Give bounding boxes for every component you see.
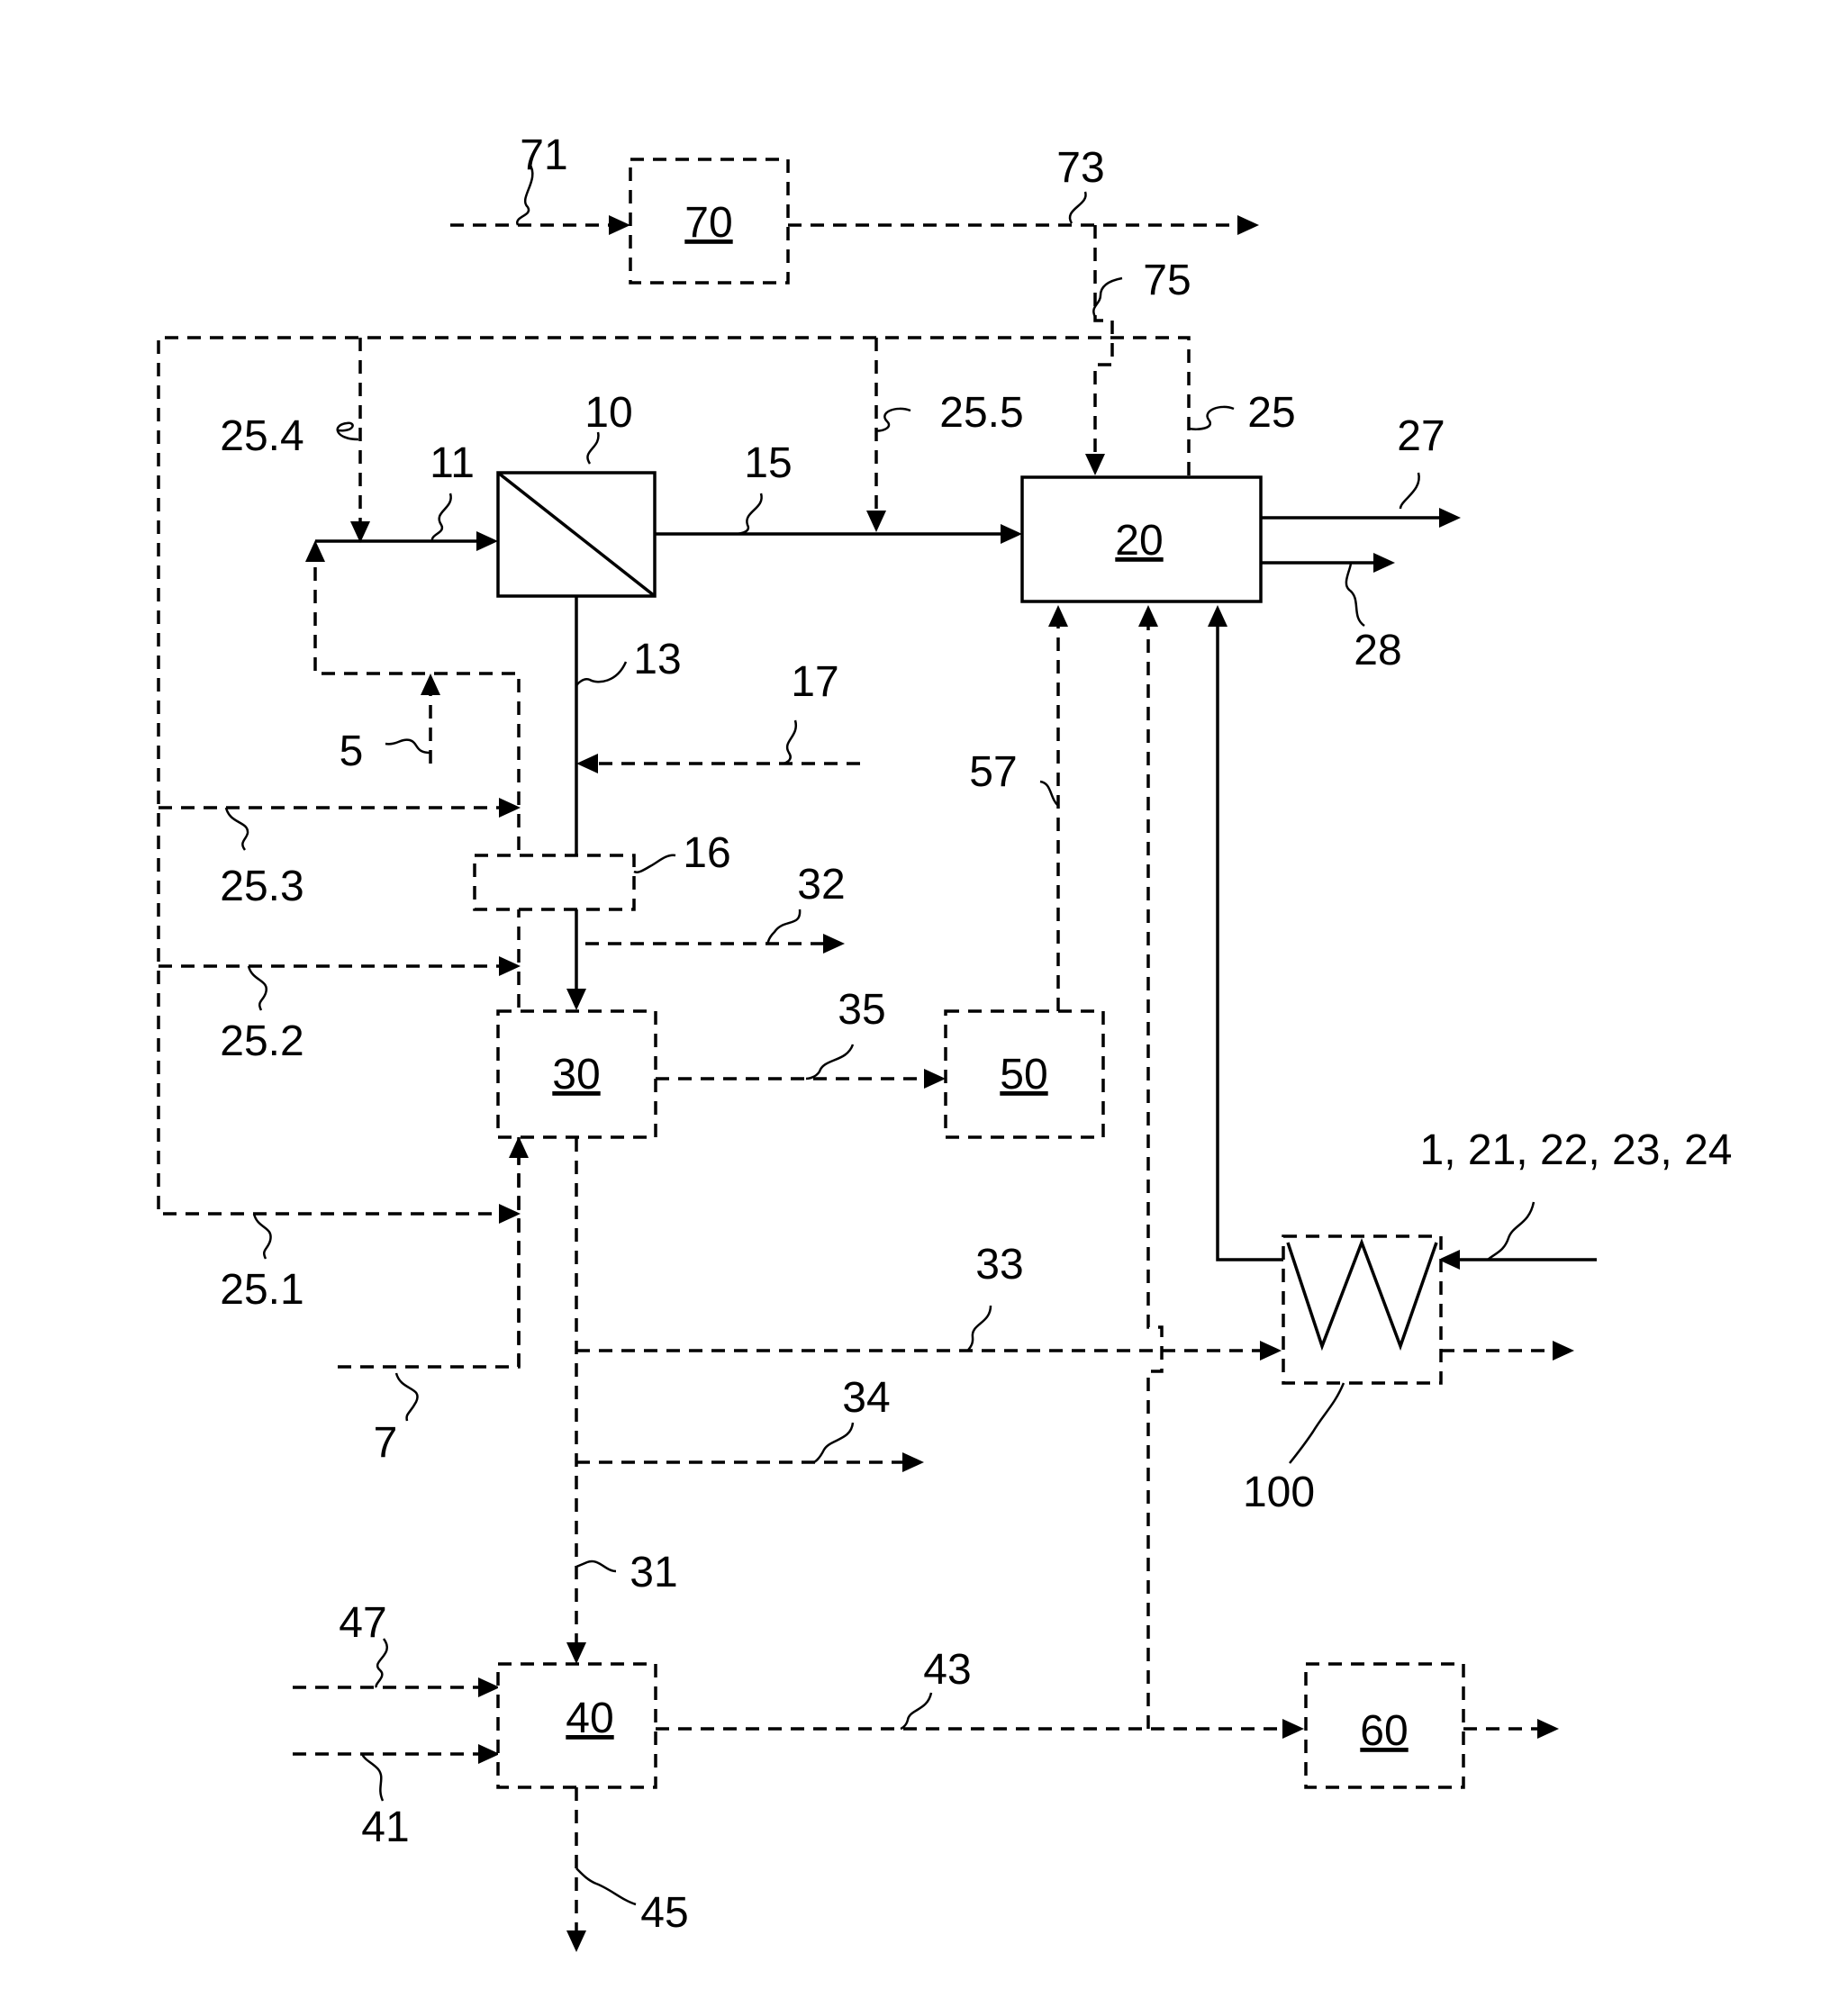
stream-27-line [1261,508,1461,528]
stream-43-label: 43 [923,1646,971,1694]
stream-11-label: 11 [430,439,475,487]
stream-25-3-label: 25.3 [220,863,303,910]
stream-28-line [1261,553,1395,573]
unit-10-membrane [498,473,655,596]
stream-34-label: 34 [842,1374,890,1422]
stream-1-feed-line [1438,1250,1597,1270]
stream-27-label: 27 [1397,412,1445,460]
stream-13-line [566,596,586,1010]
stream-75-label: 75 [1143,257,1191,304]
stream-73-line [788,215,1259,235]
unit-20-label: 20 [1115,517,1163,565]
stream-5-line [421,674,440,764]
stream-34-line [576,1452,924,1472]
stream-11-line [315,531,498,551]
stream-57-line [1048,605,1068,1011]
heated-stream-line [1208,605,1288,1260]
stream-25-3-line [159,798,521,818]
stream-25-2-label: 25.2 [220,1017,303,1065]
stream-75-line [1085,225,1112,475]
unit-60-label: 60 [1360,1707,1408,1755]
unit-16-box [475,855,634,909]
unit-50-label: 50 [1000,1051,1047,1098]
unit-30-label: 30 [552,1051,600,1098]
stream-43-branch-line [1138,605,1162,1729]
stream-17-line [576,754,860,773]
stream-31-line [566,1138,586,1664]
stream-25-5-label: 25.5 [939,389,1023,437]
stream-28-label: 28 [1354,627,1401,674]
stream-43-line [656,1719,1304,1739]
leader-lines [226,164,1534,1904]
stream-16-label: 16 [683,829,730,877]
unit-40-label: 40 [566,1695,613,1742]
stream-31-label: 31 [630,1549,677,1596]
stream-33-line [576,1341,1282,1361]
stream-33-label: 33 [975,1241,1023,1288]
stream-7-line [509,1136,529,1367]
stream-7-label: 7 [374,1419,398,1467]
stream-41-line [293,1744,500,1764]
unit-100-label: 100 [1243,1469,1315,1516]
stream-15-label: 15 [744,439,792,487]
stream-41-label: 41 [361,1804,409,1851]
stream-25-label: 25 [1247,389,1295,437]
stream-57-label: 57 [969,748,1017,796]
stream-25-4-line [350,338,370,543]
stream-35-label: 35 [838,986,885,1034]
stream-25-1-label: 25.1 [220,1266,303,1314]
feed-loop-line [305,540,519,1367]
unit-10-label: 10 [584,389,632,437]
stream-25-4-label: 25.4 [220,412,303,460]
stream-5-label: 5 [340,728,364,775]
stream-73-label: 73 [1056,144,1104,192]
stream-71-label: 71 [520,131,567,179]
stream-1-label: 1, 21, 22, 23, 24 [1420,1126,1733,1174]
stream-45-label: 45 [640,1889,688,1937]
stream-17-label: 17 [791,658,838,706]
stream-25-5-line [866,338,886,532]
exchanger-outlet-line [1441,1341,1574,1361]
stream-32-line [585,934,845,954]
unit-70-label: 70 [684,199,732,247]
stream-32-label: 32 [797,861,845,909]
stream-47-label: 47 [339,1599,386,1647]
stream-25-2-line [159,956,521,976]
stream-15-line [655,524,1022,544]
stream-47-line [293,1677,500,1697]
stream-71-line [450,215,630,235]
stream-13-label: 13 [633,636,681,683]
stream-35-line [656,1069,946,1089]
unit-100-heat-exchanger [1283,1236,1441,1383]
unit-60-outlet-line [1463,1719,1559,1739]
